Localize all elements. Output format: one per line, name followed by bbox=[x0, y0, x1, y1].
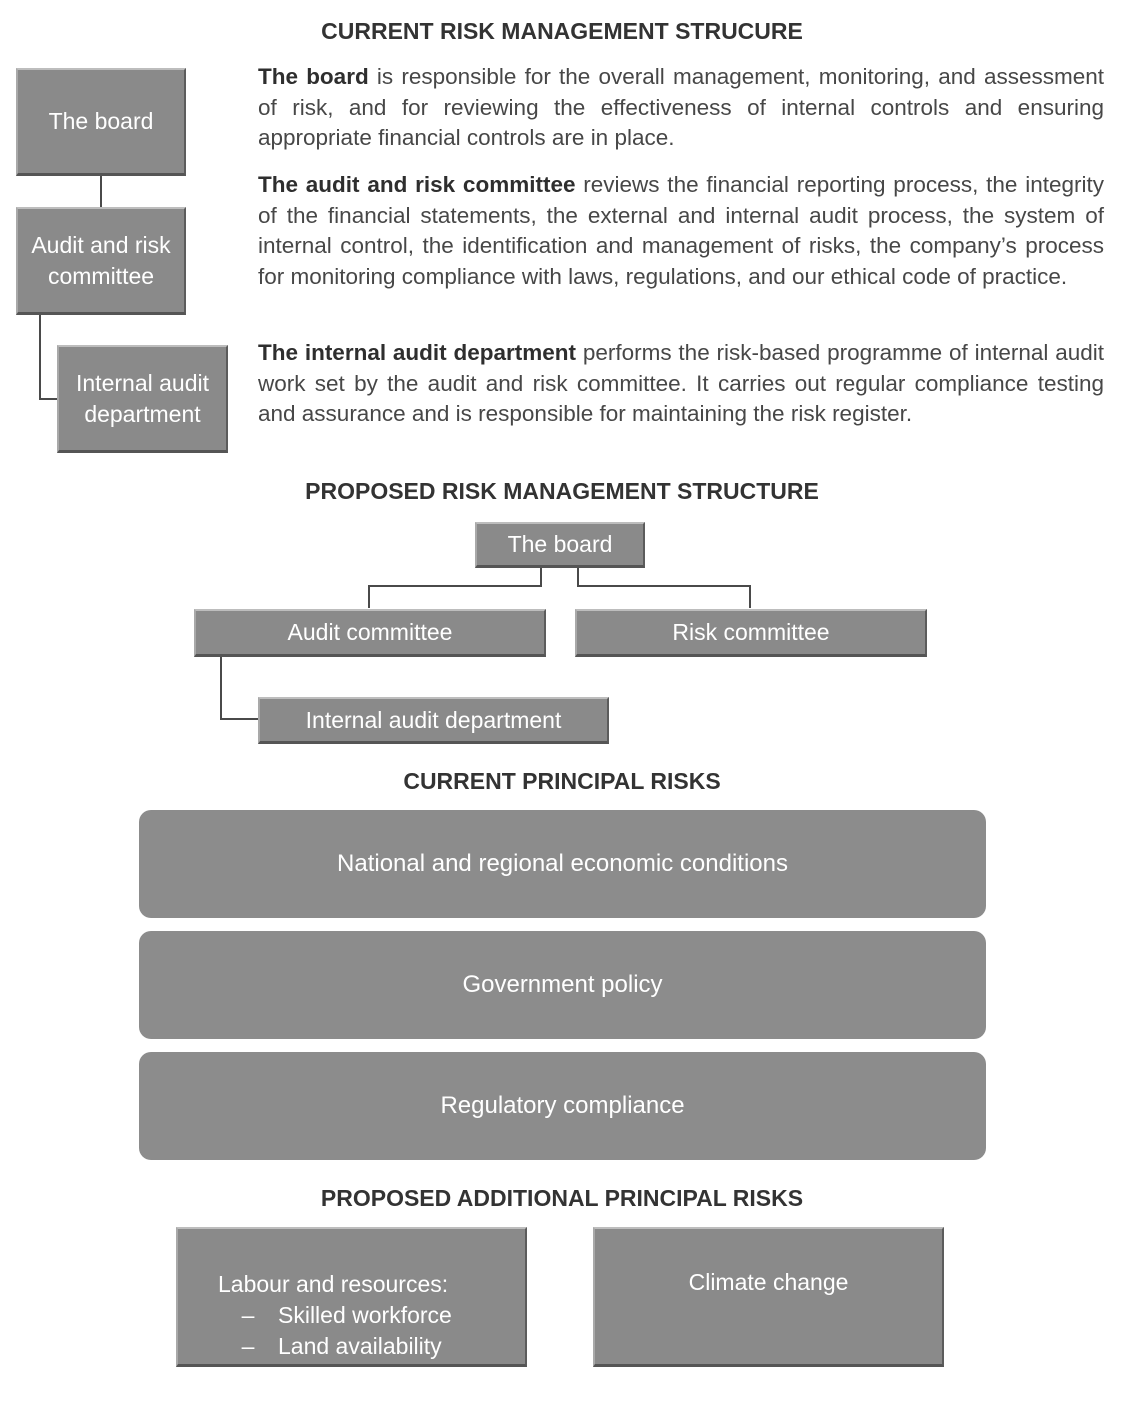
proposed-risks-heading: PROPOSED ADDITIONAL PRINCIPAL RISKS bbox=[320, 1185, 804, 1211]
proposed-structure-heading: PROPOSED RISK MANAGEMENT STRUCTURE bbox=[305, 478, 819, 504]
current-risks-heading: CURRENT PRINCIPAL RISKS bbox=[403, 768, 721, 794]
bullet-land-availability: – Land availability bbox=[218, 1331, 442, 1362]
connector-board-to-audit-risk bbox=[100, 174, 102, 208]
proposed-internal-audit-box: Internal audit department bbox=[258, 697, 609, 744]
bullet-skilled-workforce: – Skilled workforce bbox=[218, 1300, 452, 1331]
connector-board-right-v bbox=[577, 566, 579, 586]
connector-audit-v bbox=[368, 585, 370, 608]
audit-risk-description-text: reviews the financial reporting process,… bbox=[258, 172, 1104, 289]
risk-economic-conditions: National and regional economic condition… bbox=[139, 810, 986, 918]
connector-audit-risk-to-internal bbox=[39, 314, 41, 400]
connector-audit-risk-to-internal-h bbox=[39, 398, 59, 400]
board-description: The board is responsible for the overall… bbox=[258, 62, 1104, 154]
current-internal-audit-box: Internal audit department bbox=[57, 345, 228, 453]
connector-board-left-h bbox=[368, 585, 542, 587]
connector-board-right-h bbox=[577, 585, 750, 587]
connector-risk-v bbox=[749, 585, 751, 608]
audit-risk-description-lead: The audit and risk committee bbox=[258, 172, 576, 197]
bullet-text: Skilled workforce bbox=[278, 1302, 452, 1328]
internal-audit-description: The internal audit department performs t… bbox=[258, 338, 1104, 430]
current-audit-risk-box: Audit and risk committee bbox=[16, 207, 186, 315]
labour-resources-box: Labour and resources: – Skilled workforc… bbox=[176, 1227, 527, 1367]
bullet-text: Land availability bbox=[278, 1333, 442, 1359]
internal-audit-description-text: performs the risk-based programme of int… bbox=[258, 340, 1105, 426]
climate-change-box: Climate change bbox=[593, 1227, 944, 1367]
risk-regulatory-compliance: Regulatory compliance bbox=[139, 1052, 986, 1160]
current-structure-heading: CURRENT RISK MANAGEMENT STRUCURE bbox=[321, 18, 803, 44]
bullet-dash: – bbox=[241, 1333, 255, 1359]
proposed-risk-committee-box: Risk committee bbox=[575, 609, 927, 657]
internal-audit-description-lead: The internal audit department bbox=[258, 340, 577, 365]
current-board-box: The board bbox=[16, 68, 186, 176]
audit-risk-description: The audit and risk committee reviews the… bbox=[258, 170, 1104, 292]
connector-board-left-v bbox=[540, 566, 542, 586]
board-description-lead: The board bbox=[258, 64, 369, 89]
proposed-audit-committee-box: Audit committee bbox=[194, 609, 546, 657]
connector-audit-to-internal-v bbox=[220, 655, 222, 720]
proposed-board-box: The board bbox=[475, 522, 645, 568]
connector-audit-to-internal-h bbox=[220, 718, 260, 720]
board-description-text: is responsible for the overall managemen… bbox=[258, 64, 1104, 150]
labour-resources-title: Labour and resources: bbox=[218, 1271, 449, 1297]
risk-government-policy: Government policy bbox=[139, 931, 986, 1039]
bullet-dash: – bbox=[241, 1302, 255, 1328]
